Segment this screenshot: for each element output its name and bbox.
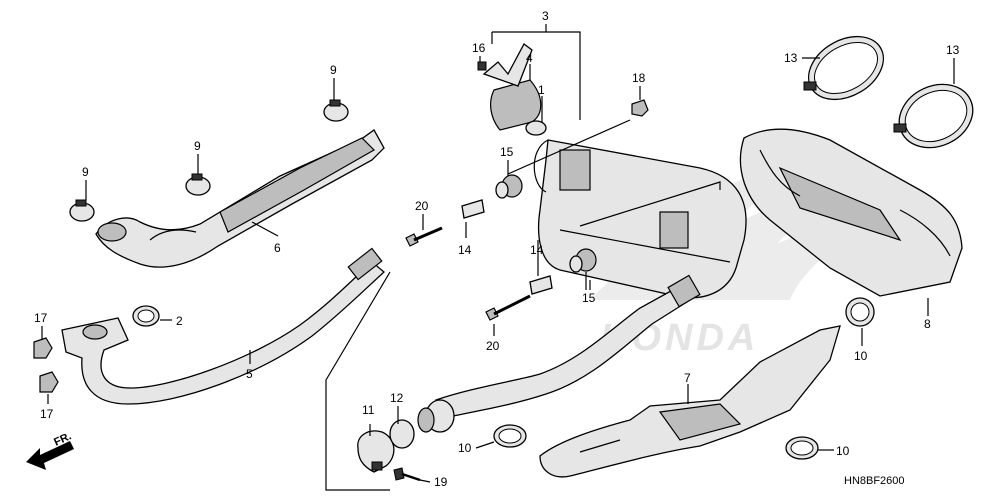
callout-labels: 1 2 3 4 5 6 7 8 9 9 9 10 10 10 11 12 13 … (34, 9, 960, 489)
front-direction-indicator: FR. (26, 430, 74, 470)
clamp-part-10-b (785, 436, 819, 460)
grommet-part-15-b (569, 248, 597, 273)
clamp-part-9-top (323, 99, 349, 122)
callout-2: 2 (176, 314, 183, 328)
leader-lines (41, 24, 955, 491)
clamp-part-11 (357, 430, 395, 473)
connecting-pipe (435, 274, 701, 419)
clamp-part-9-left (69, 199, 95, 222)
callout-3: 3 (542, 9, 549, 23)
callout-17-bottom: 17 (40, 407, 54, 421)
nut-part-17-a (33, 337, 53, 359)
collar-part-14-a (461, 199, 485, 219)
exhaust-pipe-part-5 (61, 247, 385, 405)
callout-1: 1 (538, 83, 545, 97)
callout-9-mid: 9 (194, 139, 201, 153)
collar-part-14-b (529, 275, 553, 295)
callout-18: 18 (632, 71, 646, 85)
callout-5: 5 (246, 367, 253, 381)
bolt-part-19 (393, 467, 421, 482)
joint-ring (417, 399, 455, 433)
front-pipe-protector-part-6 (95, 129, 385, 268)
heat-protector-part-7 (539, 325, 841, 478)
callout-9-left: 9 (82, 165, 89, 179)
gasket-part-12 (389, 419, 415, 449)
callout-12: 12 (390, 391, 404, 405)
muffler-part-3 (533, 139, 747, 299)
callout-14-left: 14 (458, 243, 472, 257)
callout-20-top: 20 (415, 199, 429, 213)
callout-11: 11 (362, 403, 375, 417)
callout-4: 4 (526, 51, 533, 65)
callout-20-bottom: 20 (486, 339, 500, 353)
callout-8: 8 (924, 317, 931, 331)
gasket-part-1 (525, 120, 547, 136)
clamp-part-10-c (845, 297, 875, 327)
callout-15-left: 15 (500, 145, 514, 159)
clamp-part-10-a (493, 424, 527, 448)
callout-6: 6 (274, 241, 281, 255)
arrow-left-icon (26, 441, 74, 470)
callout-16: 16 (472, 41, 486, 55)
nut-part-18 (631, 99, 649, 117)
bolt-part-20-a (405, 226, 443, 247)
diagram-code: HN8BF2600 (844, 475, 905, 487)
grommet-part-15-a (495, 174, 523, 199)
callout-10-left: 10 (458, 441, 472, 455)
callout-15-right: 15 (582, 291, 596, 305)
band-part-13-right (893, 83, 974, 149)
callout-10-right: 10 (836, 444, 850, 458)
callout-13-right: 13 (946, 43, 960, 57)
callout-19: 19 (434, 475, 448, 489)
bolt-part-20-b (485, 294, 531, 321)
callout-14-right: 14 (530, 243, 544, 257)
nut-part-17-b (39, 371, 59, 393)
callout-13-left: 13 (784, 51, 798, 65)
gasket-part-2 (132, 305, 160, 327)
band-part-13-left (803, 35, 885, 101)
callout-9-top: 9 (330, 63, 337, 77)
callout-17-top: 17 (34, 311, 48, 325)
spark-arrester-part-4 (482, 43, 542, 131)
heat-shield-part-8 (739, 128, 963, 297)
callout-7: 7 (684, 371, 691, 385)
clamp-part-9-mid (185, 173, 211, 196)
callout-10-upper: 10 (854, 349, 868, 363)
bolt-part-16 (477, 61, 487, 71)
